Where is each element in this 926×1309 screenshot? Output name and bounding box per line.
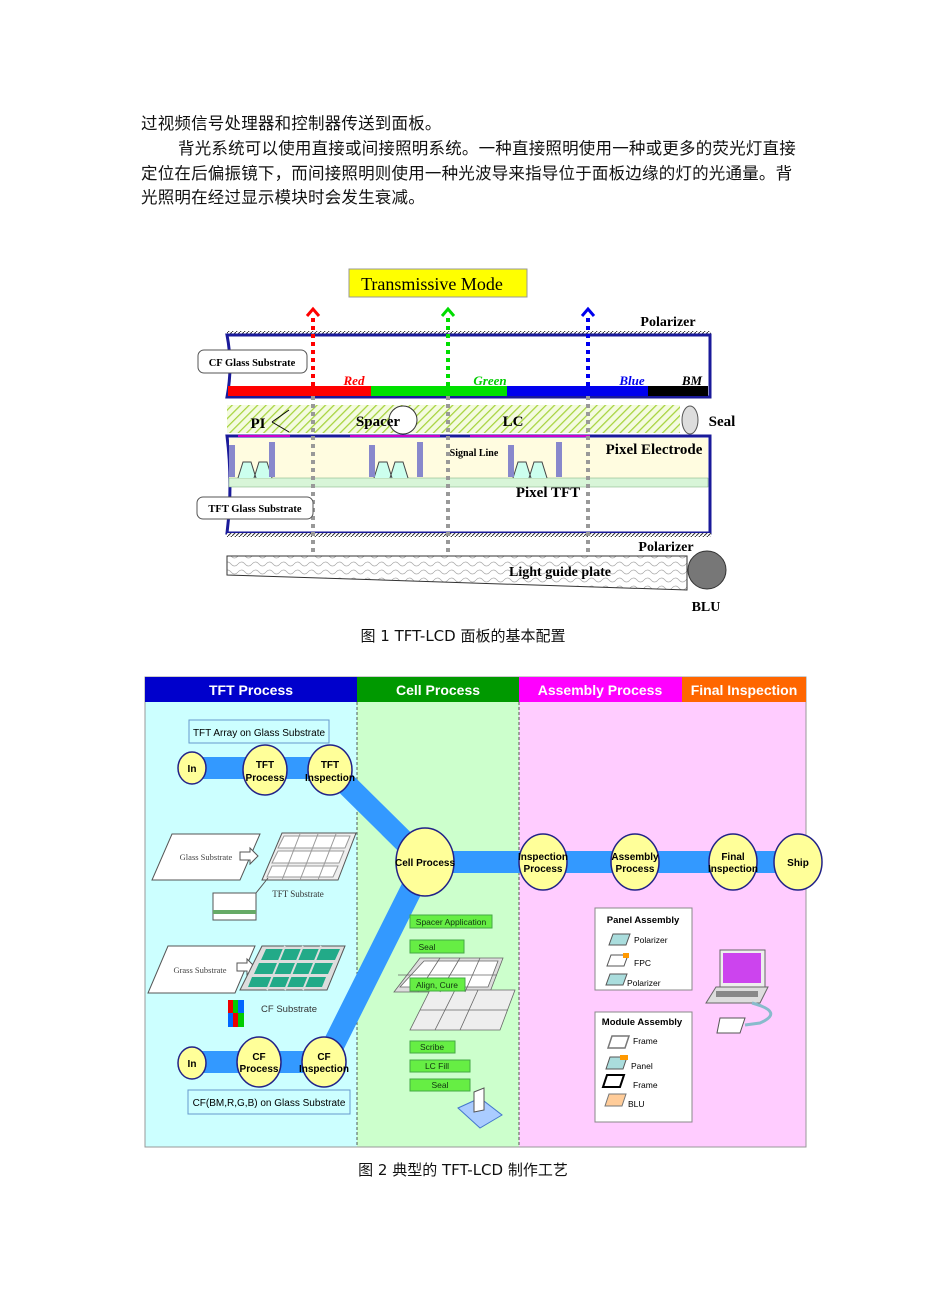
svg-text:Inspection: Inspection [299,1064,349,1075]
top-polarizer [227,331,711,335]
svg-text:Pixel Electrode: Pixel Electrode [606,442,703,458]
svg-text:PI: PI [251,416,266,432]
svg-text:Pixel TFT: Pixel TFT [516,485,580,501]
cf-substrate-icon: Grass Substrate CF Substrate [147,945,346,1027]
svg-text:Assembly: Assembly [611,852,659,863]
light-arrows [311,318,590,555]
svg-text:Final: Final [721,852,745,863]
light-guide-plate [226,555,688,591]
svg-text:Signal Line: Signal Line [450,448,499,459]
svg-text:Polarizer: Polarizer [634,935,668,945]
lc-layer [227,405,680,433]
svg-text:In: In [188,1059,197,1070]
svg-text:TFT Substrate: TFT Substrate [272,889,324,899]
svg-text:Ship: Ship [787,858,809,869]
svg-text:In: In [188,764,197,775]
arrow-heads [305,306,596,317]
svg-text:LC Fill: LC Fill [425,1061,449,1071]
svg-text:Frame: Frame [633,1080,658,1090]
svg-text:Transmissive Mode: Transmissive Mode [361,274,503,294]
tft-structures [229,435,590,479]
pi-arrows [271,409,290,433]
svg-text:Red: Red [343,373,365,388]
tft-array-label: TFT Array on Glass Substrate [188,719,330,744]
svg-text:FPC: FPC [634,958,651,968]
svg-text:BLU: BLU [692,600,721,615]
svg-text:Blue: Blue [618,373,645,388]
title-box: Transmissive Mode [348,268,528,298]
svg-text:Scribe: Scribe [420,1042,444,1052]
svg-text:TFT: TFT [256,760,274,771]
svg-text:Align, Cure: Align, Cure [416,980,458,990]
svg-text:TFT Array on Glass Substrate: TFT Array on Glass Substrate [193,728,326,739]
svg-text:Process: Process [246,773,285,784]
svg-text:CF: CF [317,1052,330,1063]
svg-text:Inspection: Inspection [708,864,758,875]
tft-glass-label: TFT Glass Substrate [196,496,314,520]
tft-layer [228,477,709,488]
process-headers: TFT Process Cell Process Assembly Proces… [145,677,806,702]
svg-text:Spacer: Spacer [356,414,401,430]
laptop-icon [705,949,773,1034]
pixel-electrode-layer [229,438,708,478]
cf-label: CF(BM,R,G,B) on Glass Substrate [187,1089,351,1115]
svg-text:Process: Process [524,864,563,875]
svg-text:Green: Green [473,373,506,388]
header-tft-process: TFT Process [209,682,293,698]
header-assembly-process: Assembly Process [538,682,663,698]
cf-glass-label: CF Glass Substrate [197,349,308,374]
svg-text:Process: Process [240,1064,279,1075]
svg-text:Seal: Seal [709,414,736,430]
glass-substrate-icon: Glass Substrate TFT Substrate [151,832,357,921]
header-cell-process: Cell Process [396,682,480,698]
color-filter-bar [228,386,708,396]
svg-text:Frame: Frame [633,1036,658,1046]
flow-nodes: In TFT Process TFT Inspection Cell Process… [177,744,823,1088]
paragraph-backlight: 背光系统可以使用直接或间接照明系统。一种直接照明使用一种或更多的荧光灯直接定位在… [141,139,796,207]
panel-assembly-box: Panel Assembly Polarizer FPC Polarizer [594,907,693,991]
svg-text:Panel Assembly: Panel Assembly [607,915,680,926]
svg-text:Light guide plate: Light guide plate [509,565,611,580]
seal-icon [681,405,699,435]
svg-text:Seal: Seal [431,1080,448,1090]
svg-text:CF Glass Substrate: CF Glass Substrate [209,358,296,369]
figure-1-caption: 图 1 TFT-LCD 面板的基本配置 [360,627,566,645]
figure-2-caption: 图 2 典型的 TFT-LCD 制作工艺 [358,1161,568,1179]
svg-text:BLU: BLU [628,1099,645,1109]
svg-text:CF: CF [252,1052,265,1063]
svg-text:TFT: TFT [321,760,339,771]
svg-text:Process: Process [616,864,655,875]
module-assembly-box: Module Assembly Frame Panel Frame BLU [594,1011,693,1123]
svg-text:Glass Substrate: Glass Substrate [180,852,233,862]
svg-text:Cell Process: Cell Process [395,858,455,869]
paragraph-continuation: 过视频信号处理器和控制器传送到面板。 [141,114,442,133]
svg-text:Panel: Panel [631,1061,653,1071]
svg-text:Grass Substrate: Grass Substrate [173,965,226,975]
svg-text:Inspection: Inspection [518,852,568,863]
header-final-inspection: Final Inspection [691,682,798,698]
blu-lamp [687,550,727,590]
lc-tray-icon [457,1087,503,1129]
svg-text:BM: BM [681,373,703,388]
svg-text:Polarizer: Polarizer [627,978,661,988]
svg-text:Inspection: Inspection [305,773,355,784]
svg-text:Module Assembly: Module Assembly [602,1017,683,1028]
bottom-polarizer [227,533,711,537]
svg-text:TFT Glass Substrate: TFT Glass Substrate [208,504,301,515]
rgb-cube-icon [228,1000,244,1027]
svg-text:LC: LC [503,414,524,430]
figure-2-diagram: TFT Process Cell Process Assembly Proces… [144,676,823,1148]
svg-text:Polarizer: Polarizer [640,315,695,330]
svg-text:CF Substrate: CF Substrate [261,1004,317,1015]
svg-text:Polarizer: Polarizer [638,540,693,555]
svg-text:CF(BM,R,G,B) on Glass Substrat: CF(BM,R,G,B) on Glass Substrate [193,1098,346,1109]
spacer-ball [388,405,418,435]
svg-text:Seal: Seal [418,942,435,952]
svg-text:Spacer Application: Spacer Application [416,917,487,927]
cell-steps: Spacer Application Seal Align, Cure Scri… [409,914,493,1092]
figure-1-labels: Polarizer Red Green Blue BM PI Spacer LC… [251,315,736,615]
